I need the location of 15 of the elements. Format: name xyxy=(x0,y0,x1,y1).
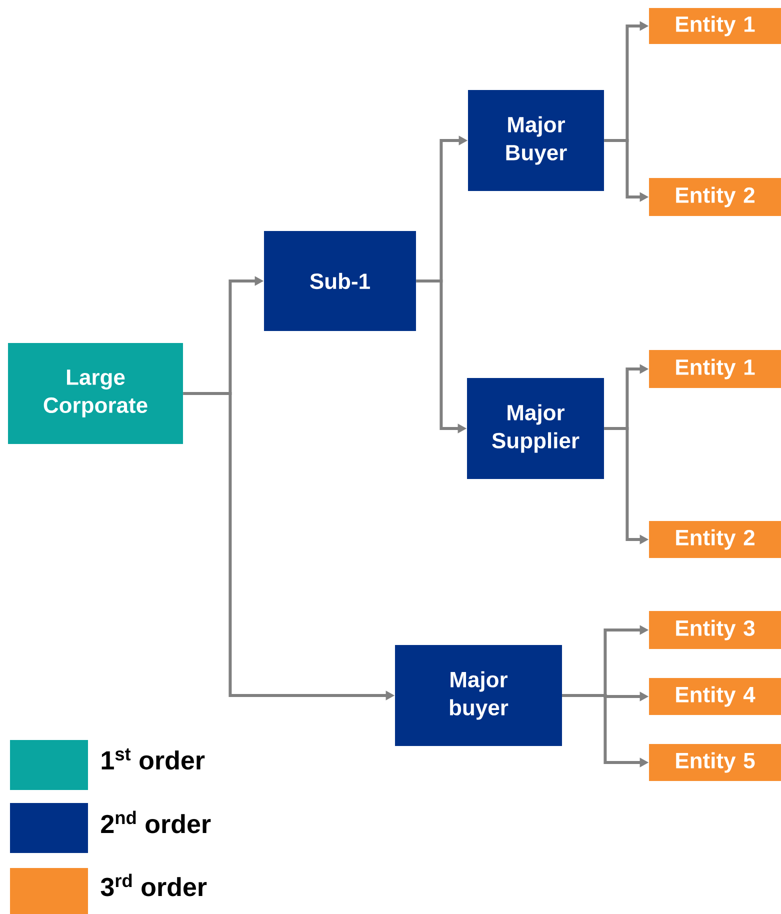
entity-box: Entity 5 xyxy=(649,744,781,781)
entity-box: Entity 1 xyxy=(649,350,781,388)
company-box: Major buyer xyxy=(395,645,562,746)
company-box: Sub-1 xyxy=(264,231,416,331)
corporate-box: Large Corporate xyxy=(8,343,183,444)
legend-text: 2$^{nd}$ order xyxy=(101,810,211,834)
company-box: Major Supplier xyxy=(467,378,604,479)
entity-box: Entity 1 xyxy=(649,8,781,44)
entity-box: Entity 2 xyxy=(649,178,781,216)
entity-box: Entity 3 xyxy=(649,611,781,649)
entity-box: Entity 4 xyxy=(649,678,781,715)
company-box: Major Buyer xyxy=(468,90,604,191)
legend-text: 1$^{st}$ order xyxy=(102,748,205,770)
legend-text: 3$^{rd}$ order xyxy=(100,874,207,896)
entity-box: Entity 2 xyxy=(649,521,781,558)
